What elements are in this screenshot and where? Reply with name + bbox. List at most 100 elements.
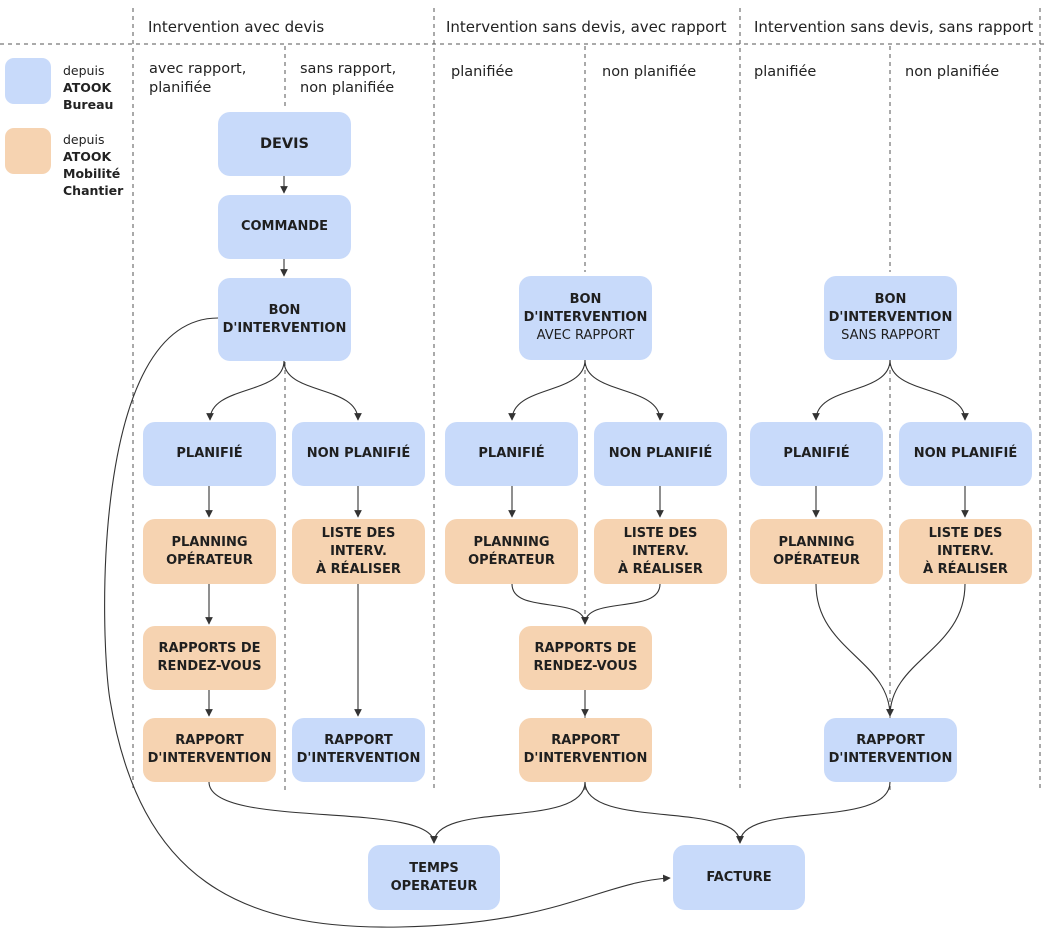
- legend-mobilite-line1: depuis: [63, 132, 105, 147]
- node-non-planifie-3-label: NON PLANIFIÉ: [913, 446, 1018, 461]
- node-rapports-rdv-1: RAPPORTS DE RENDEZ-VOUS: [143, 626, 276, 690]
- subheader-col2b: non planifiée: [602, 64, 697, 80]
- node-rapport-2-line1: RAPPORT: [551, 733, 620, 748]
- node-non-planifie-3: NON PLANIFIÉ: [899, 422, 1032, 486]
- legend-mobilite-line3: Mobilité: [63, 166, 121, 181]
- subheader-col1b: sans rapport, non planifiée: [300, 60, 396, 98]
- node-bon-avec-rapport: BON D'INTERVENTION AVEC RAPPORT: [519, 276, 652, 360]
- subheader-col2a: planifiée: [451, 64, 514, 80]
- node-bon2-line3: AVEC RAPPORT: [536, 328, 635, 343]
- node-non-planifie-2-label: NON PLANIFIÉ: [608, 446, 713, 461]
- arrow-bon2-planifie: [508, 359, 586, 421]
- node-planning-2-line2: OPÉRATEUR: [468, 552, 555, 568]
- legend-bureau-line1: depuis: [63, 63, 105, 78]
- node-rapport-2-line2: D'INTERVENTION: [523, 751, 648, 766]
- arrow-bon2-nonplanifie: [584, 359, 664, 421]
- subheader-col1a-line2: planifiée: [149, 80, 212, 96]
- legend-bureau-label: depuis ATOOK Bureau: [63, 62, 113, 113]
- node-planning-1-line1: PLANNING: [171, 534, 248, 550]
- node-liste-interv-3: LISTE DES INTERV. À RÉALISER: [899, 519, 1032, 584]
- node-rapport-1b-line2: D'INTERVENTION: [296, 751, 421, 766]
- subheader-col1a-line1: avec rapport,: [149, 61, 247, 77]
- legend-bureau-line3: Bureau: [63, 97, 114, 112]
- node-planifie-3: PLANIFIÉ: [750, 422, 883, 486]
- node-liste-1-line2: À RÉALISER: [316, 561, 401, 577]
- node-temps-label: TEMPS OPERATEUR: [390, 860, 478, 894]
- subheader-col3a: planifiée: [754, 64, 817, 80]
- node-bon2-line1: BON: [569, 292, 602, 307]
- node-bon3-line1: BON: [874, 292, 907, 307]
- node-liste-3-line2: À RÉALISER: [923, 561, 1008, 577]
- arrow-planning2-rdv2: [511, 583, 589, 625]
- node-planning-2-line1: PLANNING: [473, 534, 550, 550]
- node-planning-operateur-1: PLANNING OPÉRATEUR: [143, 519, 276, 584]
- node-bon3-line2: D'INTERVENTION: [828, 310, 953, 325]
- node-liste-2-line2: À RÉALISER: [618, 561, 703, 577]
- node-non-planifie-2: NON PLANIFIÉ: [594, 422, 727, 486]
- node-liste-1-line1: LISTE DES INTERV.: [321, 525, 396, 559]
- arrow-rapport2-temps: [430, 781, 586, 844]
- node-rapport-1b-line1: RAPPORT: [324, 733, 393, 748]
- node-planifie-2: PLANIFIÉ: [445, 422, 578, 486]
- arrow-rapport3-facture: [736, 781, 891, 844]
- subheader-col1b-line1: sans rapport,: [300, 61, 397, 77]
- node-planning-1-line2: OPÉRATEUR: [166, 552, 253, 568]
- node-rapports-rdv-2: RAPPORTS DE RENDEZ-VOUS: [519, 626, 652, 690]
- legend-mobilite-label: depuis ATOOK Mobilité Chantier: [63, 131, 123, 199]
- arrow-planning3-rapport3: [815, 583, 894, 717]
- node-non-planifie-1-label: NON PLANIFIÉ: [306, 446, 411, 461]
- legend-mobilite-swatch: [5, 128, 51, 174]
- arrow-bon3-planifie: [812, 359, 891, 421]
- node-planifie-1: PLANIFIÉ: [143, 422, 276, 486]
- node-liste-interv-1: LISTE DES INTERV. À RÉALISER: [292, 519, 425, 584]
- node-non-planifie-1: NON PLANIFIÉ: [292, 422, 425, 486]
- node-liste-2-line1: LISTE DES INTERV.: [623, 525, 698, 559]
- node-bon-sans-rapport: BON D'INTERVENTION SANS RAPPORT: [824, 276, 957, 360]
- node-devis: DEVIS: [218, 112, 351, 176]
- legend-mobilite-line2: ATOOK: [63, 149, 112, 164]
- node-rapport-intervention-1b: RAPPORT D'INTERVENTION: [292, 718, 425, 782]
- node-planifie-3-label: PLANIFIÉ: [783, 446, 850, 461]
- node-bon-label-2: D'INTERVENTION: [222, 320, 347, 336]
- node-rdv-2-line1: RAPPORTS DE: [534, 641, 637, 656]
- node-rapport-intervention-2: RAPPORT D'INTERVENTION: [519, 718, 652, 782]
- node-planifie-1-label: PLANIFIÉ: [176, 446, 243, 461]
- node-temps-operateur: TEMPS OPERATEUR: [368, 845, 500, 910]
- node-facture-label: FACTURE: [706, 869, 772, 885]
- node-bon-label-1: BON: [268, 302, 301, 318]
- node-rdv-2-line2: RENDEZ-VOUS: [533, 659, 638, 674]
- legend-bureau-swatch: [5, 58, 51, 104]
- arrows: [104, 176, 969, 928]
- node-planifie-2-label: PLANIFIÉ: [478, 446, 545, 461]
- arrow-bon1-nonplanifie: [283, 360, 362, 421]
- node-rdv-1-line1: RAPPORTS DE: [158, 641, 261, 656]
- arrow-rapport2-facture: [584, 781, 744, 844]
- node-rapport-intervention-3: RAPPORT D'INTERVENTION: [824, 718, 957, 782]
- node-rapport-1-line1: RAPPORT: [175, 733, 244, 748]
- column-separators: [0, 8, 1045, 790]
- node-bon2-line2: D'INTERVENTION: [523, 310, 648, 325]
- legend-mobilite-line4: Chantier: [63, 183, 124, 198]
- node-planning-operateur-2: PLANNING OPÉRATEUR: [445, 519, 578, 584]
- header-intervention-avec-devis: Intervention avec devis: [148, 18, 325, 36]
- arrow-bon1-facture: [104, 317, 671, 928]
- subheader-col1b-line2: non planifiée: [300, 80, 395, 96]
- subheader-col3b: non planifiée: [905, 64, 1000, 80]
- arrow-rapport1-temps: [208, 781, 438, 844]
- arrow-bon3-nonplanifie: [889, 359, 969, 421]
- node-planning-operateur-3: PLANNING OPÉRATEUR: [750, 519, 883, 584]
- node-commande: COMMANDE: [218, 195, 351, 259]
- node-rapport-1-line2: D'INTERVENTION: [147, 751, 272, 766]
- node-bon-intervention: BON D'INTERVENTION: [218, 278, 351, 361]
- legend-bureau-line2: ATOOK: [63, 80, 112, 95]
- node-rapport-3-line1: RAPPORT: [856, 733, 925, 748]
- header-sans-devis-avec-rapport: Intervention sans devis, avec rapport: [446, 18, 727, 36]
- node-rdv-1-line2: RENDEZ-VOUS: [157, 659, 262, 674]
- node-devis-label: DEVIS: [259, 136, 309, 152]
- arrow-bon1-planifie: [206, 360, 285, 421]
- node-commande-label: COMMANDE: [240, 219, 329, 234]
- node-planning-3-line2: OPÉRATEUR: [773, 552, 860, 568]
- node-liste-3-line1: LISTE DES INTERV.: [928, 525, 1003, 559]
- header-sans-devis-sans-rapport: Intervention sans devis, sans rapport: [754, 18, 1034, 36]
